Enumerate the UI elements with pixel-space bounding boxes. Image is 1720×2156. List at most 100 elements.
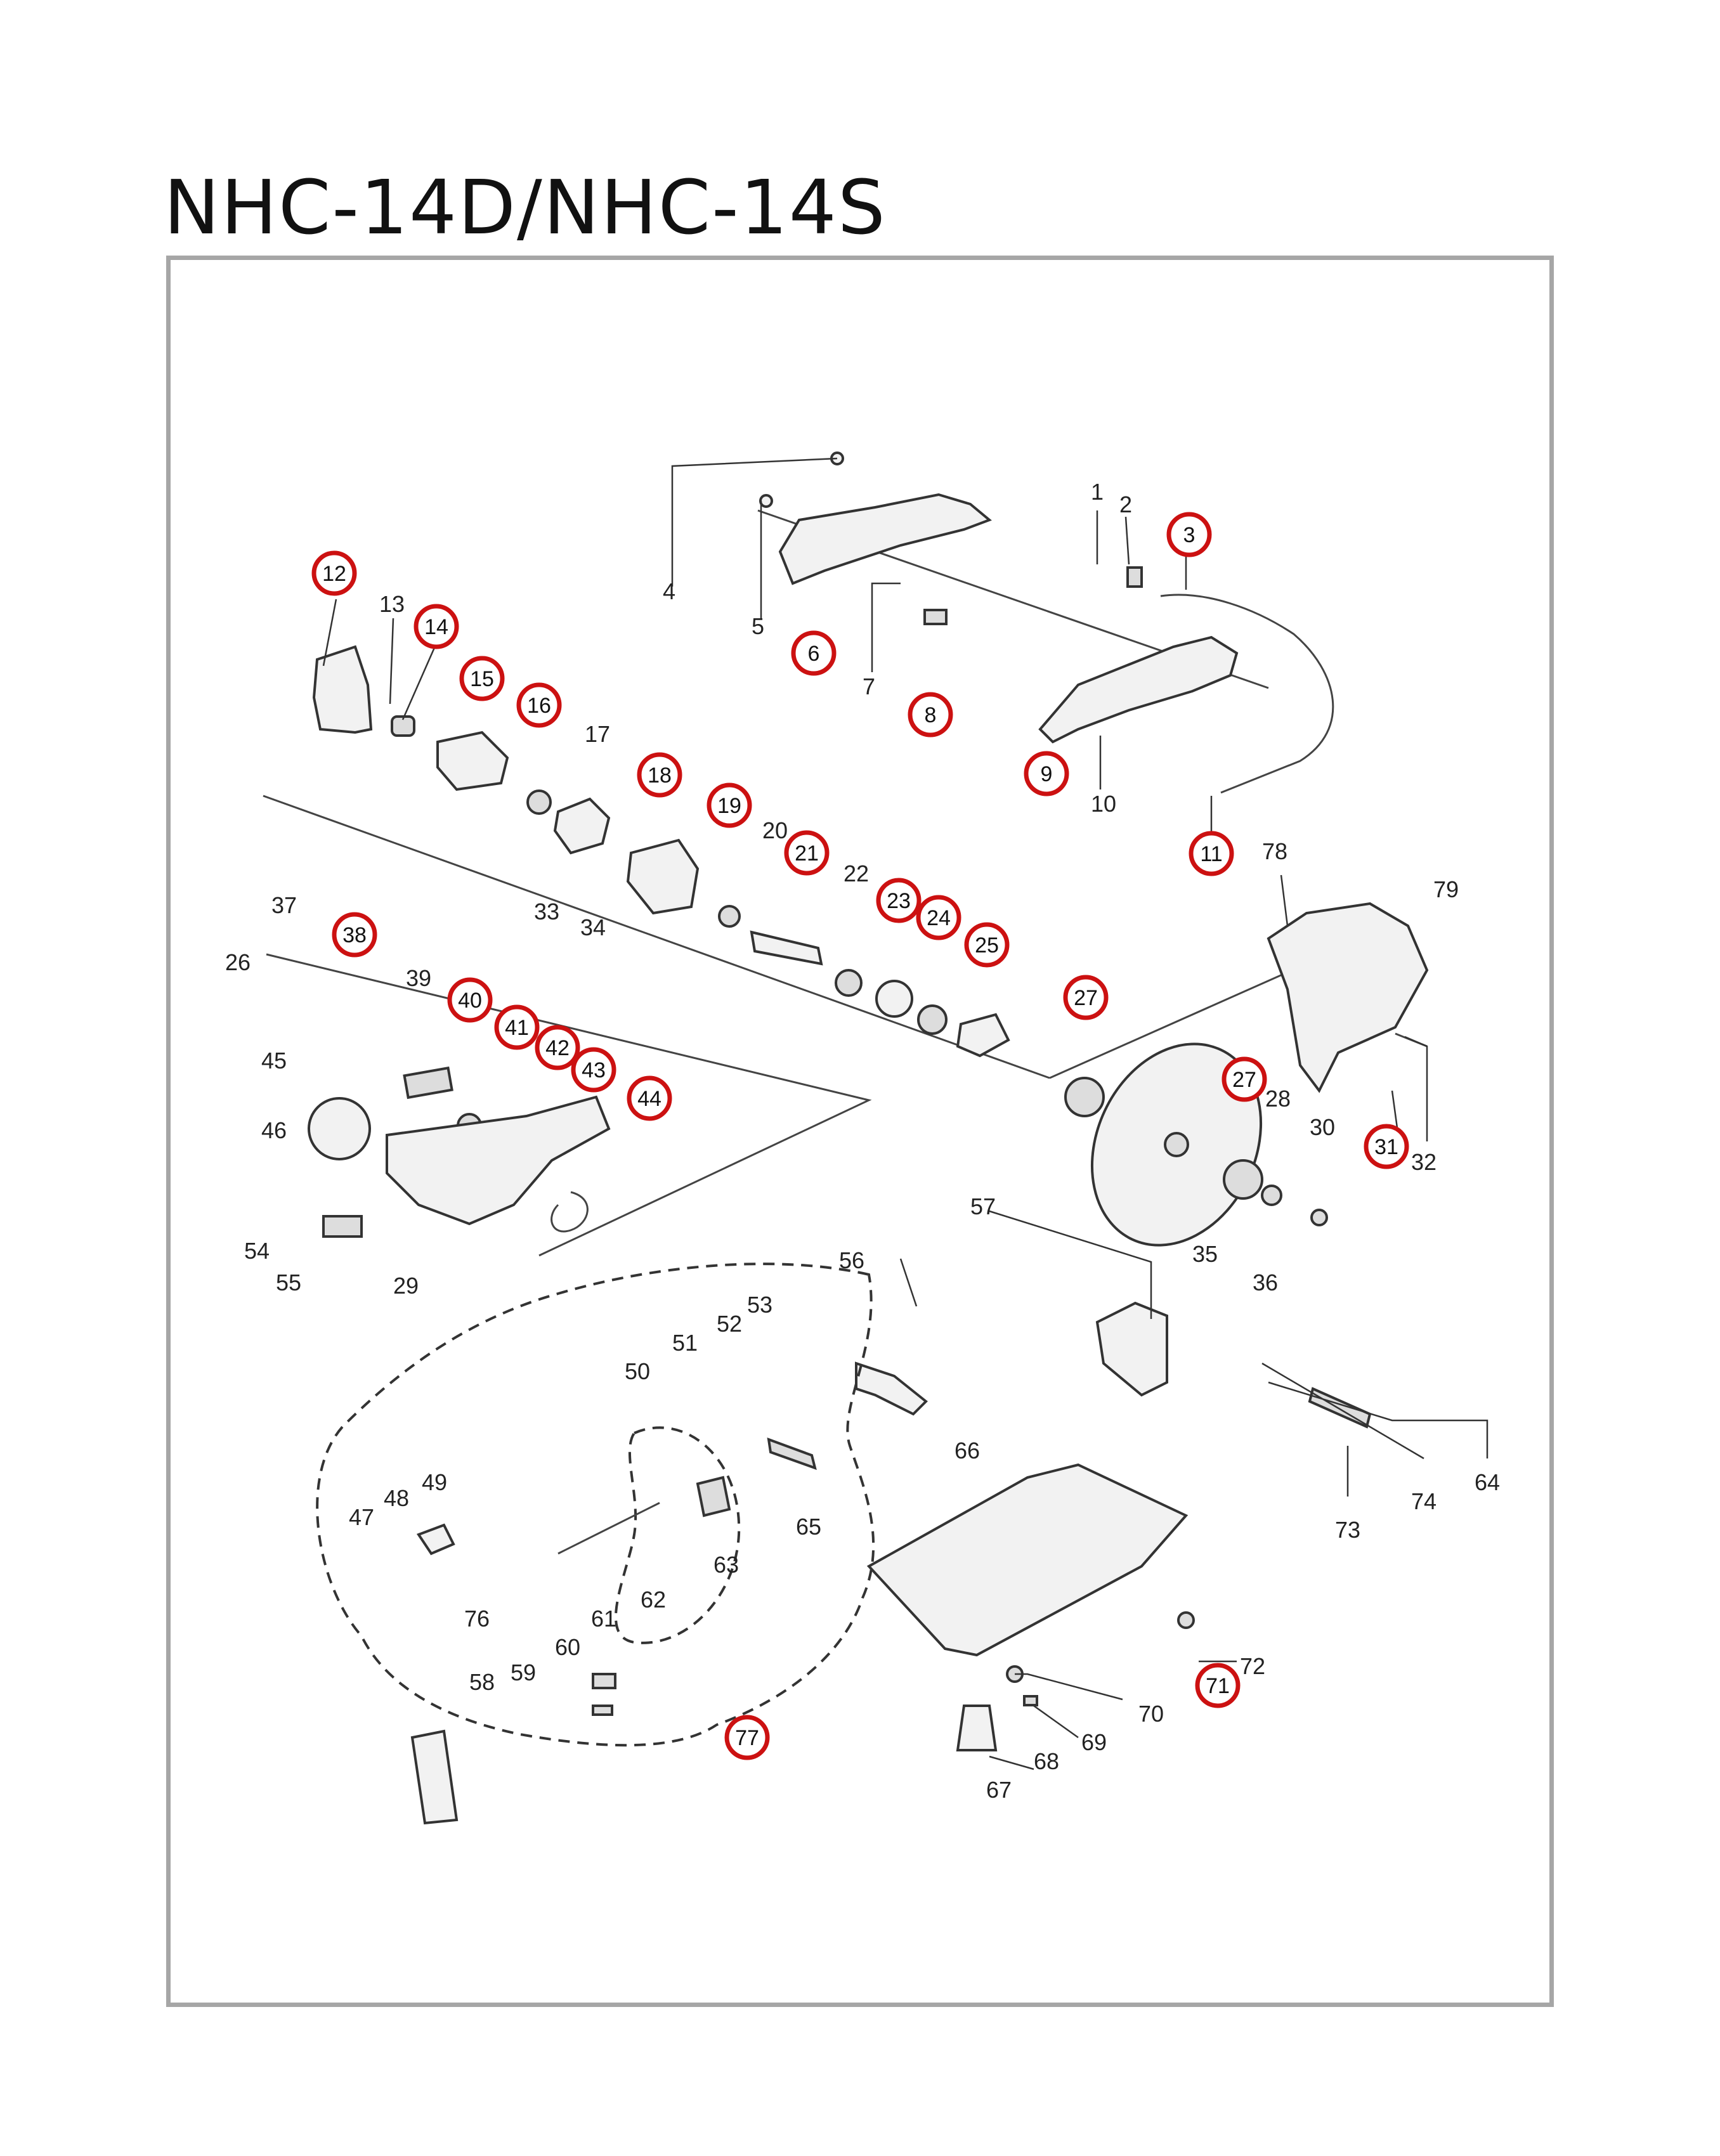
label-p67: 67 <box>986 1777 1012 1803</box>
block-63 <box>696 1476 731 1517</box>
label-p32: 32 <box>1411 1149 1437 1175</box>
callout-circle-h16 <box>516 682 562 728</box>
bearing-19 <box>718 905 741 928</box>
callout-circle-h40 <box>447 977 493 1023</box>
wheel-guard-79 <box>1267 902 1429 1093</box>
plate-59 <box>592 1705 613 1716</box>
callout-circle-h3 <box>1166 512 1212 557</box>
label-p55: 55 <box>276 1270 301 1296</box>
label-p72: 72 <box>1240 1653 1265 1679</box>
label-p37: 37 <box>271 892 297 918</box>
callout-label-h25: 25 <box>975 933 999 958</box>
label-p61: 61 <box>591 1606 616 1632</box>
screw-72 <box>1177 1611 1195 1629</box>
callout-circle-h27a <box>1063 975 1109 1020</box>
label-p70: 70 <box>1138 1701 1164 1727</box>
label-p36: 36 <box>1253 1270 1278 1296</box>
label-p48: 48 <box>384 1485 409 1511</box>
label-p54: 54 <box>244 1238 270 1264</box>
callout-circle-h23 <box>876 878 922 923</box>
label-p28: 28 <box>1265 1086 1291 1112</box>
callout-circle-h41 <box>494 1004 540 1050</box>
highlighted-part-labels: 3689111214151618192123242527273138404142… <box>311 512 1409 1760</box>
washer-28 <box>1261 1185 1282 1206</box>
callout-circle-h43 <box>571 1047 616 1093</box>
callout-circle-h24 <box>916 895 961 940</box>
hinge-bracket-57 <box>1095 1301 1168 1397</box>
handle-49 <box>416 1523 455 1555</box>
diagram-frame <box>166 256 1554 2007</box>
gear-23 <box>875 980 913 1018</box>
handle-bracket-6 <box>778 493 992 585</box>
flange-27a <box>1064 1077 1105 1117</box>
nut-60 <box>592 1673 616 1689</box>
label-p79: 79 <box>1433 876 1459 902</box>
label-p69: 69 <box>1081 1729 1107 1755</box>
callout-label-h14: 14 <box>424 615 448 639</box>
motor-axis-line <box>263 795 1050 1079</box>
label-p58: 58 <box>469 1669 495 1695</box>
armature-15 <box>436 731 509 791</box>
part-number-labels: 1 2 4 5 7 10 13 17 20 22 26 28 29 30 32 … <box>225 479 1500 1803</box>
vise-subgroup-boundary <box>614 1426 741 1644</box>
callout-circle-h31 <box>1364 1124 1409 1169</box>
callout-label-h43: 43 <box>582 1058 606 1082</box>
screw-rod-61 <box>557 1502 660 1555</box>
callout-circle-h9 <box>1024 751 1069 796</box>
callout-circle-h27b <box>1222 1056 1267 1102</box>
callout-label-h44: 44 <box>637 1087 661 1111</box>
label-p34: 34 <box>580 914 606 940</box>
label-p56: 56 <box>839 1247 864 1273</box>
callout-label-h16: 16 <box>527 694 551 718</box>
washer-22 <box>835 969 863 997</box>
label-p22: 22 <box>844 860 869 886</box>
bolt-30 <box>1310 1209 1328 1226</box>
label-p68: 68 <box>1034 1748 1059 1774</box>
label-p33: 33 <box>534 899 559 925</box>
callout-circle-h12 <box>311 550 357 596</box>
vise-plate-66 <box>855 1361 928 1416</box>
handle-assembly <box>759 451 1334 794</box>
callout-circle-h8 <box>908 692 953 737</box>
guard-and-wheel <box>1064 902 1429 1247</box>
switch-holder-8 <box>923 609 948 625</box>
callout-circle-h25 <box>964 922 1010 968</box>
callout-label-h42: 42 <box>545 1036 570 1060</box>
callout-circle-h15 <box>459 656 505 701</box>
callout-label-h18: 18 <box>648 763 672 788</box>
label-p29: 29 <box>393 1273 419 1299</box>
callout-label-h19: 19 <box>717 794 741 818</box>
label-p30: 30 <box>1310 1114 1335 1140</box>
plate-39 <box>403 1066 453 1100</box>
label-p49: 49 <box>422 1469 447 1495</box>
bearing-cover-25 <box>956 1013 1010 1058</box>
label-p35: 35 <box>1192 1241 1218 1267</box>
label-p60: 60 <box>555 1634 580 1660</box>
bearing-14 <box>391 715 415 737</box>
callout-label-h77: 77 <box>735 1726 759 1750</box>
callout-label-h41: 41 <box>505 1016 529 1040</box>
foot-68 <box>956 1705 998 1751</box>
callout-label-h31: 31 <box>1374 1135 1398 1159</box>
switch-2 <box>1126 566 1143 588</box>
callout-circle-h38 <box>332 912 377 958</box>
spindle-21 <box>750 930 823 966</box>
label-p52: 52 <box>717 1311 742 1337</box>
callout-circle-h11 <box>1189 831 1234 876</box>
diagram-title: NHC-14D/NHC-14S <box>164 164 887 251</box>
label-29 <box>322 1215 363 1238</box>
callout-label-h15: 15 <box>470 667 494 691</box>
leader-lines <box>322 457 1489 1770</box>
callout-circle-h19 <box>707 783 752 828</box>
label-p7: 7 <box>863 673 875 699</box>
label-p66: 66 <box>954 1438 980 1464</box>
gear-housing-18 <box>626 838 700 915</box>
callout-label-h11: 11 <box>1200 842 1222 866</box>
label-p59: 59 <box>511 1659 536 1685</box>
label-p45: 45 <box>261 1048 287 1074</box>
label-p2: 2 <box>1119 491 1132 517</box>
callout-label-h27a: 27 <box>1074 986 1098 1010</box>
pin-69 <box>1023 1695 1038 1706</box>
label-p57: 57 <box>970 1193 996 1219</box>
callout-circle-h21 <box>784 830 830 876</box>
